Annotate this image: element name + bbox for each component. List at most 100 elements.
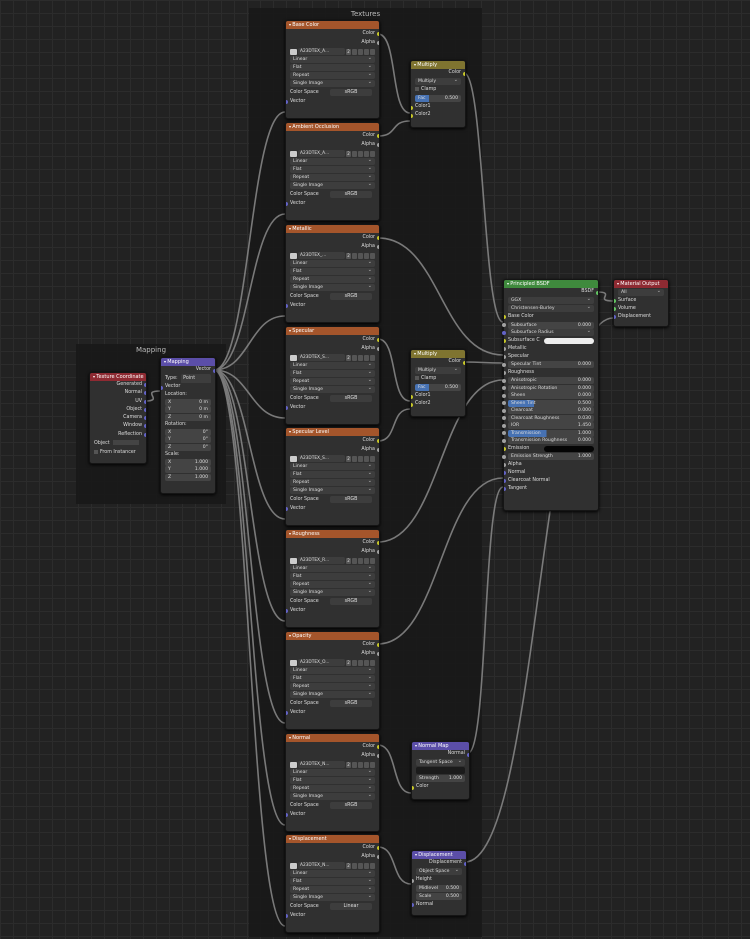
image-texture-header[interactable]: Metallic (286, 225, 379, 233)
image-name[interactable]: A23DTEX_... (298, 252, 345, 259)
texture-coordinate-header[interactable]: Texture Coordinate (90, 373, 146, 381)
image-selector[interactable]: A23DTEX_...2 (290, 252, 375, 259)
alpha-output-socket[interactable] (377, 855, 379, 859)
color-output-socket[interactable] (377, 236, 379, 240)
material-output-input-socket[interactable] (614, 299, 616, 303)
extension-dropdown[interactable]: Repeat (290, 173, 375, 181)
image-name[interactable]: A23DTEX_A... (298, 150, 345, 157)
projection-dropdown[interactable]: Flat (290, 369, 375, 377)
normal-map-color-input-socket[interactable] (412, 786, 414, 790)
normal-map-node[interactable]: Normal Map Normal Tangent Space Strength… (411, 741, 470, 800)
from-instancer-checkbox[interactable] (94, 449, 98, 454)
fake-user-icon[interactable] (352, 659, 357, 666)
unlink-icon[interactable] (370, 659, 375, 666)
image-browse-icon[interactable] (290, 557, 297, 564)
vector-input-socket[interactable] (286, 202, 288, 206)
alpha-output-socket[interactable] (377, 652, 379, 656)
distribution-dropdown[interactable]: GGX (508, 296, 594, 304)
source-dropdown[interactable]: Single Image (290, 486, 375, 494)
color-space-dropdown[interactable]: sRGB (330, 700, 372, 707)
texcoord-output-socket[interactable] (144, 416, 146, 421)
vector-input-socket[interactable] (286, 711, 288, 715)
image-texture-header[interactable]: Roughness (286, 530, 379, 538)
open-image-icon[interactable] (364, 48, 369, 55)
color-space-dropdown[interactable]: sRGB (330, 598, 372, 605)
open-image-icon[interactable] (364, 862, 369, 869)
bsdf-input-socket[interactable] (504, 486, 506, 491)
color-output-socket[interactable] (377, 338, 379, 342)
unlink-icon[interactable] (370, 150, 375, 157)
image-texture-node[interactable]: Ambient OcclusionColorAlphaA23DTEX_A...2… (285, 122, 380, 221)
render-target-dropdown[interactable]: All (618, 288, 664, 296)
bsdf-input-socket[interactable] (504, 478, 506, 483)
image-selector[interactable]: A23DTEX_S...2 (290, 455, 375, 462)
new-image-icon[interactable] (358, 659, 363, 666)
interpolation-dropdown[interactable]: Linear (290, 157, 375, 165)
image-texture-header[interactable]: Specular Level (286, 428, 379, 436)
projection-dropdown[interactable]: Flat (290, 877, 375, 885)
bsdf-input-socket[interactable] (502, 378, 506, 383)
new-image-icon[interactable] (358, 455, 363, 462)
projection-dropdown[interactable]: Flat (290, 470, 375, 478)
mapping-vector-output-socket[interactable] (213, 369, 215, 373)
mix-rgb-node[interactable]: MultiplyColorMultiplyClampFac0.500Color1… (410, 349, 466, 417)
color-output-socket[interactable] (377, 745, 379, 749)
mix-color-output-socket[interactable] (463, 72, 465, 76)
fake-user-icon[interactable] (352, 557, 357, 564)
normal-space-dropdown[interactable]: Tangent Space (416, 758, 465, 766)
image-selector[interactable]: A23DTEX_N...2 (290, 862, 375, 869)
unlink-icon[interactable] (370, 557, 375, 564)
c1-input-socket[interactable] (411, 106, 413, 110)
extension-dropdown[interactable]: Repeat (290, 478, 375, 486)
fake-user-icon[interactable] (352, 150, 357, 157)
alpha-output-socket[interactable] (377, 245, 379, 249)
color-output-socket[interactable] (377, 846, 379, 850)
image-selector[interactable]: A23DTEX_N...2 (290, 761, 375, 768)
open-image-icon[interactable] (364, 761, 369, 768)
image-browse-icon[interactable] (290, 48, 297, 55)
alpha-output-socket[interactable] (377, 550, 379, 554)
image-browse-icon[interactable] (290, 862, 297, 869)
source-dropdown[interactable]: Single Image (290, 792, 375, 800)
fake-user-icon[interactable] (352, 862, 357, 869)
image-texture-header[interactable]: Normal (286, 734, 379, 742)
bsdf-input-socket[interactable] (502, 408, 506, 413)
displacement-normal-input-socket[interactable] (412, 903, 414, 907)
principled-bsdf-node[interactable]: Principled BSDF BSDF GGX Christensen-Bur… (502, 279, 599, 511)
bsdf-input-socket[interactable] (502, 386, 506, 390)
projection-dropdown[interactable]: Flat (290, 674, 375, 682)
interpolation-dropdown[interactable]: Linear (290, 666, 375, 674)
image-selector[interactable]: A23DTEX_A...2 (290, 150, 375, 157)
projection-dropdown[interactable]: Flat (290, 63, 375, 71)
bsdf-input-socket[interactable] (502, 330, 506, 335)
image-selector[interactable]: A23DTEX_R...2 (290, 557, 375, 564)
image-name[interactable]: A23DTEX_S... (298, 354, 345, 361)
texcoord-output-socket[interactable] (144, 383, 146, 387)
color-swatch[interactable] (544, 337, 594, 344)
image-browse-icon[interactable] (290, 354, 297, 361)
new-image-icon[interactable] (358, 354, 363, 361)
source-dropdown[interactable]: Single Image (290, 690, 375, 698)
source-dropdown[interactable]: Single Image (290, 79, 375, 87)
extension-dropdown[interactable]: Repeat (290, 784, 375, 792)
open-image-icon[interactable] (364, 150, 369, 157)
color-swatch[interactable] (544, 445, 594, 452)
texcoord-output-socket[interactable] (144, 391, 146, 396)
extension-dropdown[interactable]: Repeat (290, 377, 375, 385)
bsdf-input-socket[interactable] (502, 454, 506, 459)
bsdf-input-socket[interactable] (504, 370, 506, 375)
interpolation-dropdown[interactable]: Linear (290, 768, 375, 776)
unlink-icon[interactable] (370, 862, 375, 869)
projection-dropdown[interactable]: Flat (290, 267, 375, 275)
mix-rgb-header[interactable]: Multiply (411, 350, 465, 358)
image-browse-icon[interactable] (290, 761, 297, 768)
vector-input-socket[interactable] (286, 100, 288, 104)
